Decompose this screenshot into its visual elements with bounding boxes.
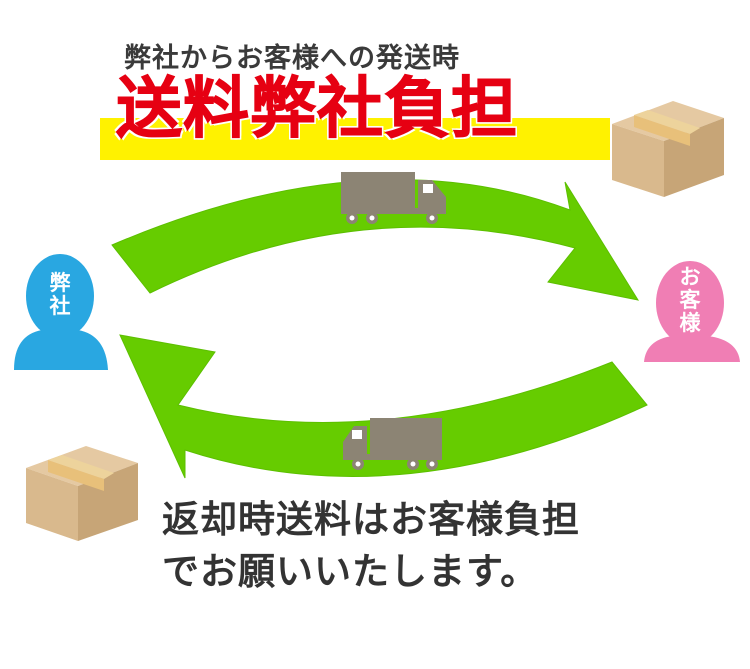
title: 送料弊社負担 [116, 70, 518, 147]
cardboard-box-icon [612, 101, 724, 197]
truck-icon [341, 172, 446, 224]
customer-person-icon [644, 261, 740, 362]
notice-line-2: でお願いいたします。 [162, 550, 539, 593]
company-label: 弊 社 [49, 271, 71, 318]
upper-arrow-icon [111, 179, 640, 301]
cardboard-box-icon [26, 446, 138, 541]
company-person-icon [14, 254, 108, 370]
truck-icon [343, 418, 442, 470]
return-shipping-notice: 返却時送料はお客様負担 でお願いいたします。 [162, 494, 580, 598]
notice-line-1: 返却時送料はお客様負担 [162, 498, 580, 541]
customer-label: お 客 様 [679, 265, 701, 335]
title-highlight [100, 118, 610, 160]
subtitle: 弊社からお客様への発送時 [124, 43, 460, 74]
lower-arrow-icon [119, 334, 648, 479]
